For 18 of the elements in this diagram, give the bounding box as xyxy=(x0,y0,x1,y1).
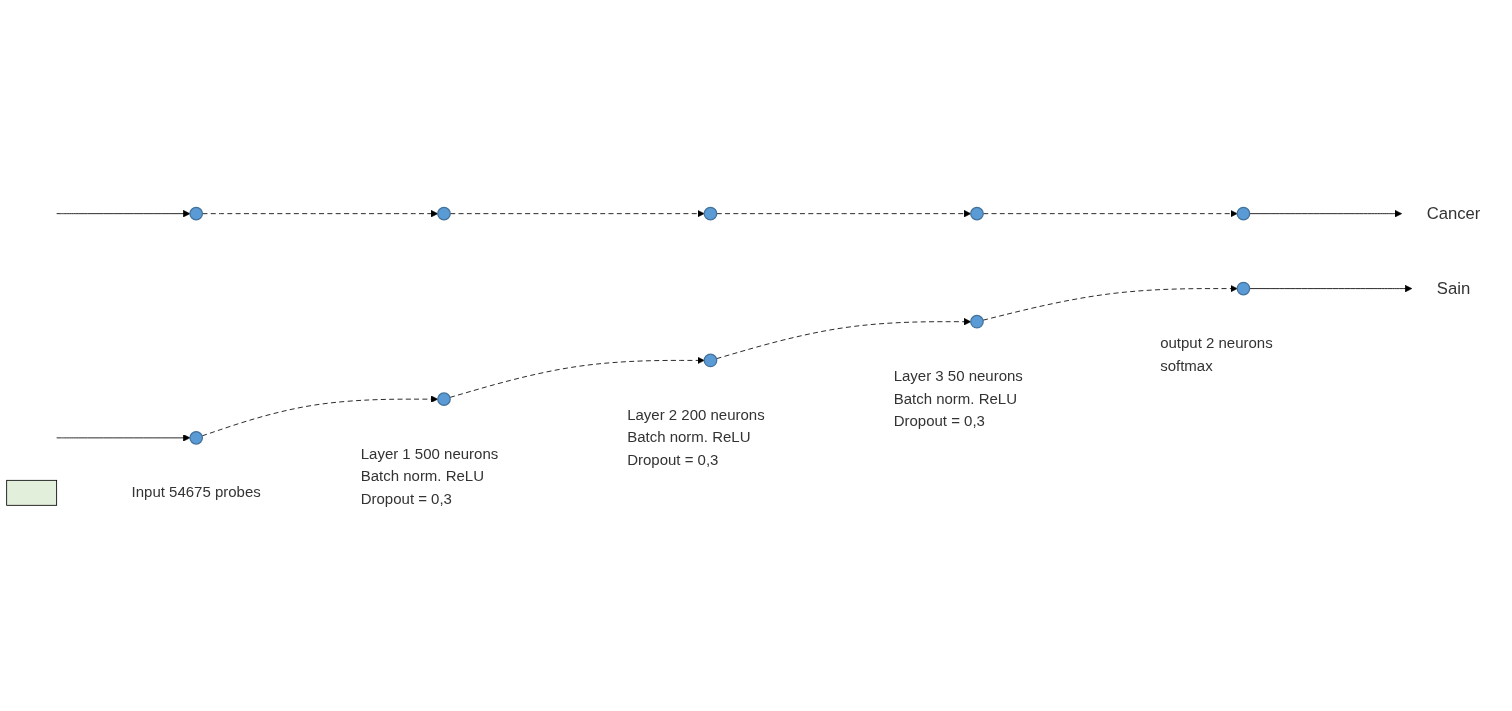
node-bar xyxy=(6,479,58,506)
node-label: output 2 neurons softmax xyxy=(1160,334,1273,374)
node-circle xyxy=(703,206,718,221)
node-circle xyxy=(703,353,718,368)
node-circle xyxy=(1236,206,1251,221)
node-circle xyxy=(1236,281,1251,296)
node-circle xyxy=(189,430,204,445)
node-circle xyxy=(970,314,984,329)
node-circle xyxy=(437,206,451,221)
node-label: Layer 2 200 neurons Batch norm. ReLU Dropout = 0,3 xyxy=(627,406,765,469)
node-text: Cancer xyxy=(1426,204,1481,223)
node-circle xyxy=(437,392,451,406)
node-label: Input 54675 probes xyxy=(131,483,261,501)
node-text: Sain xyxy=(1436,279,1471,298)
node-label: Layer 1 500 neurons Batch norm. ReLU Dropout = 0,3 xyxy=(360,445,499,507)
node-label: Layer 3 50 neurons Batch norm. ReLU Dropout = 0,3 xyxy=(893,367,1023,430)
node-circle xyxy=(970,206,984,221)
node-circle xyxy=(189,206,204,221)
